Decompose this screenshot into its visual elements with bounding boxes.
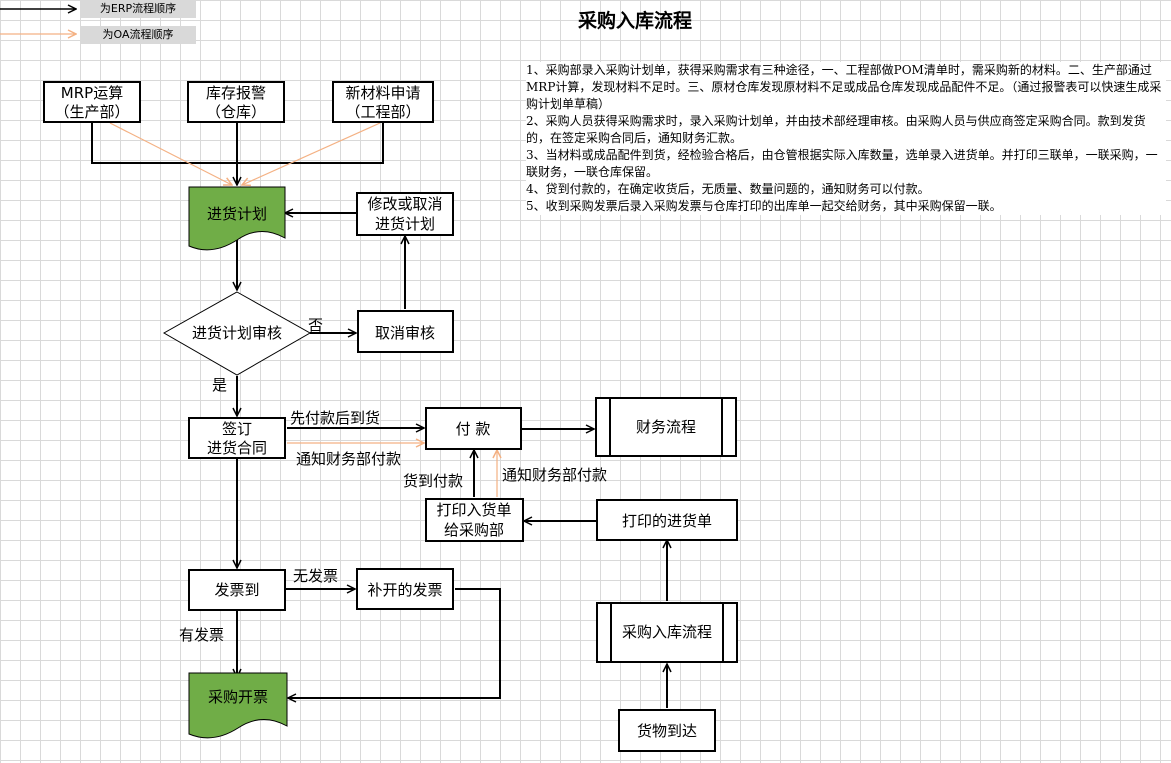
node-goods-arrived: 货物到达 [618,709,716,752]
node-modify-cancel-line2: 进货计划 [375,215,435,233]
node-stock-alarm-line2: （仓库） [206,103,266,121]
note-1: 1、采购部录入采购计划单，获得采购需求有三种途径，一、工程部做POM清单时，需采… [526,63,1162,111]
note-5: 5、收到采购发票后录入采购发票与仓库打印的出库单一起交给财务，其中采购保留一联。 [526,199,1002,213]
node-new-material: 新材料申请 （工程部） [332,81,434,123]
legend-erp-label: 为ERP流程顺序 [80,0,196,18]
label-no-invoice: 无发票 [293,567,338,585]
label-cod: 货到付款 [403,472,463,490]
node-finance-flow: 财务流程 [595,397,737,457]
node-mrp-line1: MRP运算 [61,84,123,102]
node-warehouse-flow-text: 采购入库流程 [622,623,712,641]
node-print-receipt: 打印入货单 给采购部 [425,498,524,542]
node-mrp-line2: （生产部） [54,103,129,121]
node-stock-alarm-line1: 库存报警 [206,84,266,102]
node-sign-contract-line1: 签订 [222,420,252,438]
page-title: 采购入库流程 [577,10,692,32]
label-prepay: 先付款后到货 [290,409,380,427]
node-sign-contract: 签订 进货合同 [188,417,286,459]
note-3: 3、当材料或成品配件到货，经检验合格后，由仓管根据实际入库数量，选单录入进货单。… [526,148,1158,179]
node-sign-contract-line2: 进货合同 [207,439,267,457]
label-notify-finance-pay-2: 通知财务部付款 [502,466,607,484]
node-finance-flow-text: 财务流程 [636,418,696,436]
node-purchase-plan-text: 进货计划 [207,205,267,223]
node-print-receipt-line1: 打印入货单 [436,501,511,519]
node-reissued-invoice: 补开的发票 [356,568,454,610]
label-yes: 是 [212,376,227,394]
node-payment-text: 付 款 [456,420,491,438]
node-mrp: MRP运算 （生产部） [43,81,141,123]
node-warehouse-flow: 采购入库流程 [596,602,738,663]
node-stock-alarm: 库存报警 （仓库） [187,81,285,123]
oa-connectors [109,122,497,497]
label-has-invoice: 有发票 [179,626,224,644]
node-modify-cancel: 修改或取消 进货计划 [356,192,454,236]
node-goods-arrived-text: 货物到达 [637,722,697,740]
node-purchase-plan: 进货计划 [188,186,286,251]
node-new-material-line2: （工程部） [345,103,420,121]
node-plan-review: 进货计划审核 [162,291,312,376]
note-2: 2、采购人员获得采购需求时，录入采购计划单，并由技术部经理审核。由采购人员与供应… [526,114,1146,145]
node-printed-order: 打印的进货单 [596,499,738,541]
node-printed-order-text: 打印的进货单 [622,512,712,530]
note-4: 4、贷到付款的，在确定收货后，无质量、数量问题的，通知财务可以付款。 [526,182,930,196]
notes-panel: 1、采购部录入采购计划单，获得采购需求有三种途径，一、工程部做POM清单时，需采… [526,62,1166,215]
erp-connectors [91,122,667,708]
node-payment: 付 款 [425,407,522,450]
label-notify-finance-pay: 通知财务部付款 [296,450,401,468]
node-reissued-invoice-text: 补开的发票 [367,581,442,599]
node-plan-review-text: 进货计划审核 [192,324,282,342]
node-modify-cancel-line1: 修改或取消 [367,195,442,213]
node-invoice-arrived: 发票到 [188,569,286,611]
node-cancel-review: 取消审核 [357,310,454,353]
legend-oa-label: 为OA流程顺序 [80,26,196,44]
node-invoice-arrived-text: 发票到 [214,581,259,599]
node-purchase-invoice: 采购开票 [188,672,288,739]
node-print-receipt-line2: 给采购部 [444,521,504,539]
node-new-material-line1: 新材料申请 [345,84,420,102]
node-purchase-invoice-text: 采购开票 [208,688,268,706]
node-cancel-review-text: 取消审核 [375,324,435,342]
label-no: 否 [308,316,323,334]
